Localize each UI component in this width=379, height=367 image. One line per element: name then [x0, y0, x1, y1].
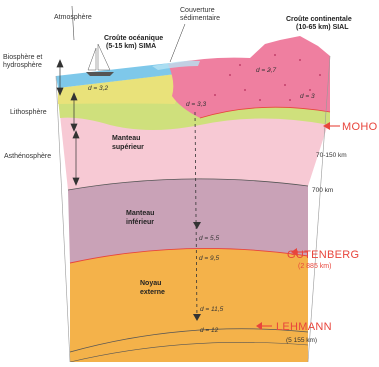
label-lithosphere: Lithosphère	[10, 109, 47, 116]
label-continental-2: (10-65 km) SIAL	[296, 24, 349, 31]
density-core-bottom: d = 11,5	[200, 306, 224, 313]
label-moho-depth: 70-150 km	[316, 152, 347, 159]
label-gutenberg: GUTENBERG	[287, 249, 359, 261]
label-lower-mantle-2: inférieur	[126, 219, 154, 226]
label-oceanic-crust-2: (5-15 km) SIMA	[106, 43, 156, 50]
density-core-top: d = 9,5	[199, 255, 219, 262]
label-sedimentary-1: Couverture	[180, 7, 215, 14]
label-oceanic-crust-1: Croûte océanique	[104, 35, 163, 42]
outer-core-layer	[70, 248, 308, 362]
label-lehmann-depth: (5 155 km)	[286, 337, 317, 344]
density-inner-core: d = 12	[200, 327, 219, 334]
label-asthenosphere: Asthénosphère	[4, 153, 51, 160]
label-biosphere-1: Biosphère et	[3, 54, 42, 61]
label-lower-mantle-1: Manteau	[126, 210, 154, 217]
sedimentary-leader	[170, 24, 185, 62]
label-biosphere-2: hydrosphère	[3, 62, 42, 69]
atmosphere-leader	[72, 6, 74, 40]
density-upper-mantle: d = 3,3	[186, 101, 206, 108]
density-continental-deep: d = 3	[300, 93, 315, 100]
label-outer-core-2: externe	[140, 289, 165, 296]
label-lehmann: LEHMANN	[276, 321, 332, 333]
label-sedimentary-2: sédimentaire	[180, 15, 220, 22]
density-lower-mantle-bottom: d = 5,5	[199, 235, 219, 242]
label-gutenberg-depth: (2 885 km)	[298, 263, 331, 270]
density-continental: d = 2,7	[256, 67, 276, 74]
density-oceanic: d = 3,2	[88, 85, 108, 92]
label-upper-mantle-1: Manteau	[112, 135, 140, 142]
label-700km: 700 km	[312, 187, 333, 194]
label-outer-core-1: Noyau	[140, 280, 161, 287]
label-upper-mantle-2: supérieur	[112, 144, 144, 151]
label-continental-1: Croûte continentale	[286, 16, 352, 23]
label-atmosphere: Atmosphère	[54, 14, 92, 21]
label-moho: MOHO	[342, 121, 378, 133]
